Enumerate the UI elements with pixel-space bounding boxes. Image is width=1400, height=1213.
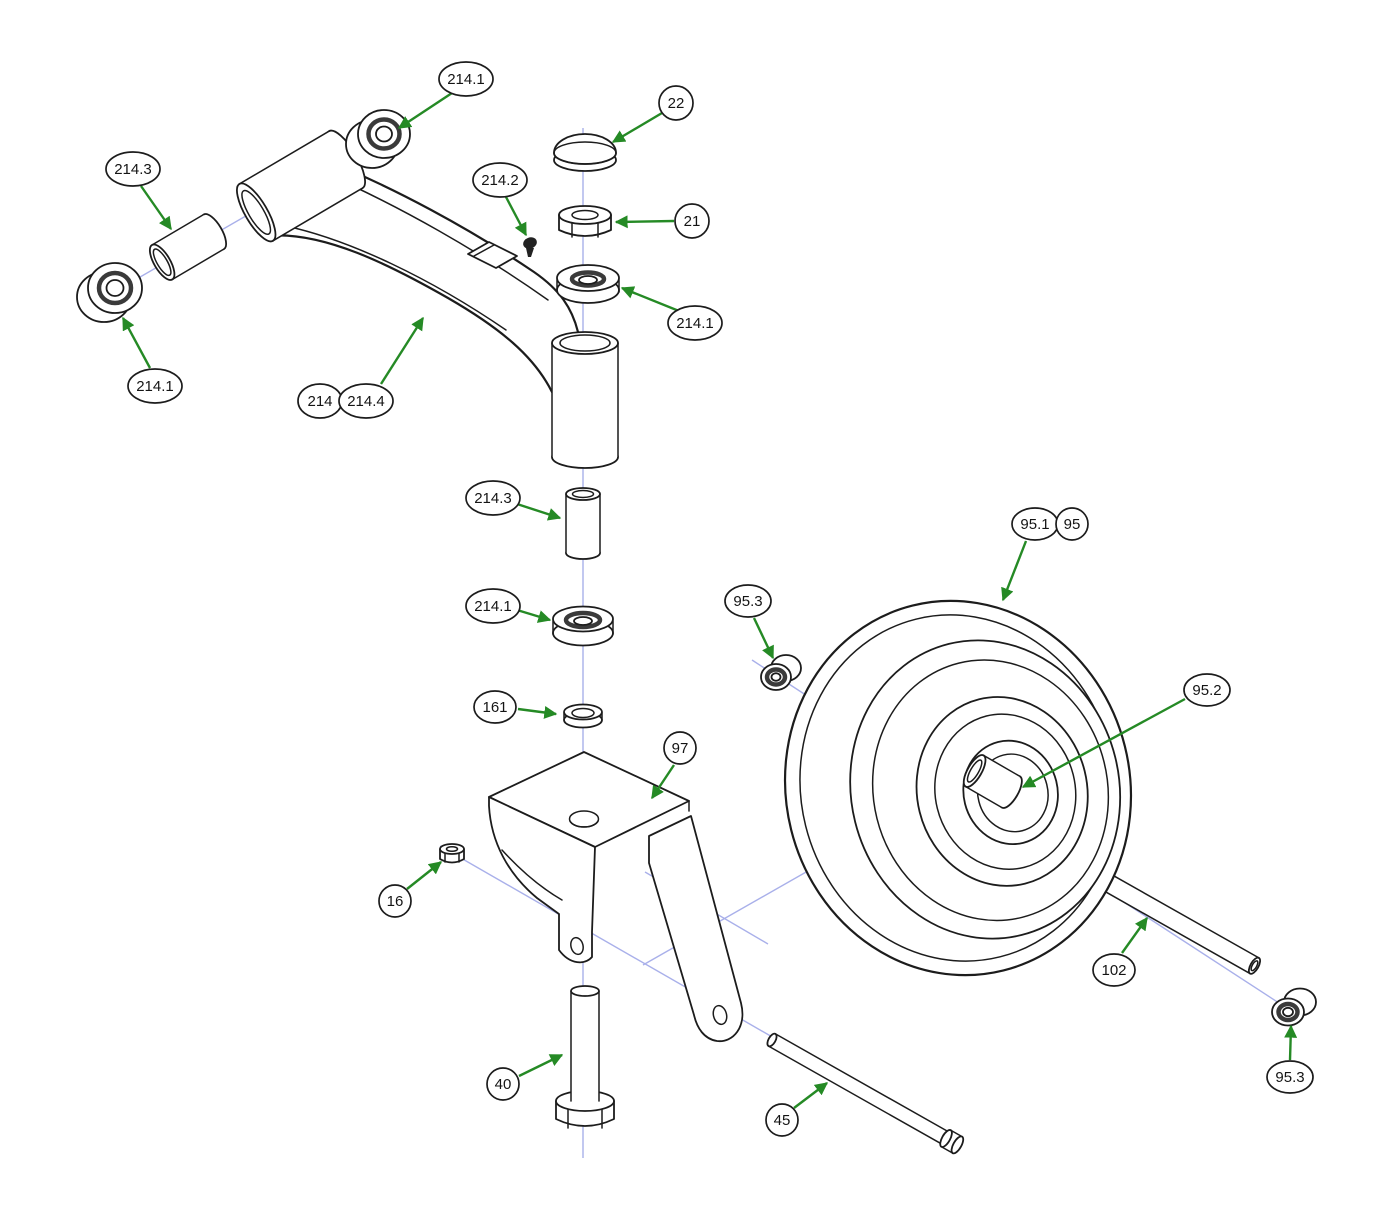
callout-22: 22 bbox=[658, 85, 694, 121]
svg-text:22: 22 bbox=[668, 95, 685, 112]
parts-layer bbox=[76, 109, 1317, 1155]
arrow-214-1-upper-right bbox=[620, 286, 680, 313]
swing-arm bbox=[256, 156, 580, 394]
svg-text:21: 21 bbox=[684, 213, 701, 230]
svg-text:214.2: 214.2 bbox=[481, 172, 519, 189]
arrow-22 bbox=[611, 111, 663, 144]
svg-text:214.3: 214.3 bbox=[114, 161, 152, 178]
svg-text:214.1: 214.1 bbox=[447, 71, 485, 88]
callout-95: 95 bbox=[1055, 507, 1089, 541]
fork-nut bbox=[439, 843, 465, 864]
svg-text:95.3: 95.3 bbox=[733, 593, 762, 610]
arrow-40 bbox=[518, 1053, 564, 1078]
callout-214: 214 bbox=[297, 383, 343, 419]
callout-95-3-right: 95.3 bbox=[1266, 1060, 1314, 1094]
stem-bearing-upper bbox=[556, 264, 620, 304]
arrow-97 bbox=[651, 764, 675, 800]
callout-95-1: 95.1 bbox=[1011, 507, 1059, 541]
callout-16: 16 bbox=[378, 884, 412, 918]
arrow-95-3-right bbox=[1284, 1024, 1298, 1061]
callout-214-3-mid: 214.3 bbox=[465, 480, 521, 516]
callout-21: 21 bbox=[674, 203, 710, 239]
caster-fork bbox=[488, 751, 744, 1042]
svg-text:214.4: 214.4 bbox=[347, 393, 385, 410]
arrow-214-3-left bbox=[140, 185, 172, 231]
wheel-hub-bore bbox=[962, 754, 1023, 809]
fork-far-leg bbox=[648, 815, 744, 1042]
callout-214-4: 214.4 bbox=[338, 383, 394, 419]
arrow-214-4 bbox=[379, 316, 425, 385]
arrow-161 bbox=[517, 706, 558, 719]
callouts-layer: 214.1 22 214.3 214.2 21 214.1 214.1 214 bbox=[105, 61, 1314, 1137]
svg-text:161: 161 bbox=[482, 699, 507, 716]
thrust-washer bbox=[563, 703, 603, 729]
svg-text:95.3: 95.3 bbox=[1275, 1069, 1304, 1086]
svg-text:45: 45 bbox=[774, 1112, 791, 1129]
stem-spacer bbox=[565, 487, 601, 560]
callout-102: 102 bbox=[1092, 953, 1136, 987]
arm-pivot-tube bbox=[236, 129, 366, 243]
arrow-102 bbox=[1121, 916, 1148, 954]
arrow-21 bbox=[614, 215, 675, 229]
callout-95-2: 95.2 bbox=[1183, 673, 1231, 707]
axle-pin bbox=[766, 1032, 965, 1155]
arrow-214-1-lower-left bbox=[121, 316, 152, 369]
axle-bushing-left bbox=[760, 654, 802, 691]
callout-95-3-left: 95.3 bbox=[724, 584, 772, 618]
svg-text:214.1: 214.1 bbox=[136, 378, 174, 395]
wheel bbox=[783, 599, 1133, 977]
axle-bushing-right bbox=[1271, 987, 1317, 1027]
arrow-16 bbox=[406, 861, 443, 890]
svg-text:214.1: 214.1 bbox=[474, 598, 512, 615]
arrow-214-2 bbox=[504, 196, 528, 237]
svg-text:214.3: 214.3 bbox=[474, 490, 512, 507]
dust-cap bbox=[553, 133, 617, 172]
pivot-bearing-top bbox=[345, 109, 411, 169]
svg-text:95.1: 95.1 bbox=[1020, 516, 1049, 533]
callout-214-1-top: 214.1 bbox=[438, 61, 494, 97]
kingpin-bolt bbox=[555, 985, 615, 1129]
arrow-95-2 bbox=[1021, 697, 1186, 789]
svg-text:102: 102 bbox=[1101, 962, 1126, 979]
callout-214-1-lower-left: 214.1 bbox=[127, 368, 183, 404]
arrow-214-1-mid bbox=[516, 608, 552, 623]
arrow-95-3-left bbox=[752, 617, 775, 660]
arrow-95 bbox=[1001, 540, 1028, 602]
arrow-45 bbox=[793, 1082, 829, 1109]
svg-text:214: 214 bbox=[307, 393, 332, 410]
pivot-bearing-left bbox=[76, 262, 143, 323]
callout-214-3-left: 214.3 bbox=[105, 151, 161, 187]
callout-97: 97 bbox=[663, 731, 697, 765]
svg-text:95: 95 bbox=[1064, 516, 1081, 533]
lock-nut bbox=[558, 205, 612, 238]
callout-214-2: 214.2 bbox=[472, 162, 528, 198]
svg-text:97: 97 bbox=[672, 740, 689, 757]
callout-214-1-upper-right: 214.1 bbox=[667, 305, 723, 341]
arm-stem-cylinder bbox=[551, 331, 619, 469]
leader-arrows bbox=[121, 91, 1298, 1109]
grease-fitting bbox=[523, 237, 537, 257]
svg-text:214.1: 214.1 bbox=[676, 315, 714, 332]
arm-tab bbox=[467, 241, 518, 269]
svg-text:16: 16 bbox=[387, 893, 404, 910]
callout-45: 45 bbox=[765, 1103, 799, 1137]
callout-40: 40 bbox=[486, 1067, 520, 1101]
arrow-214-1-top bbox=[397, 91, 453, 130]
svg-text:40: 40 bbox=[495, 1076, 512, 1093]
svg-text:95.2: 95.2 bbox=[1192, 682, 1221, 699]
stem-bearing-lower bbox=[552, 605, 614, 647]
fork-near-face bbox=[488, 796, 596, 964]
arrow-214-3-mid bbox=[516, 502, 562, 521]
callout-161: 161 bbox=[473, 690, 517, 724]
callout-214-1-mid: 214.1 bbox=[465, 588, 521, 624]
pivot-spacer bbox=[148, 213, 228, 281]
